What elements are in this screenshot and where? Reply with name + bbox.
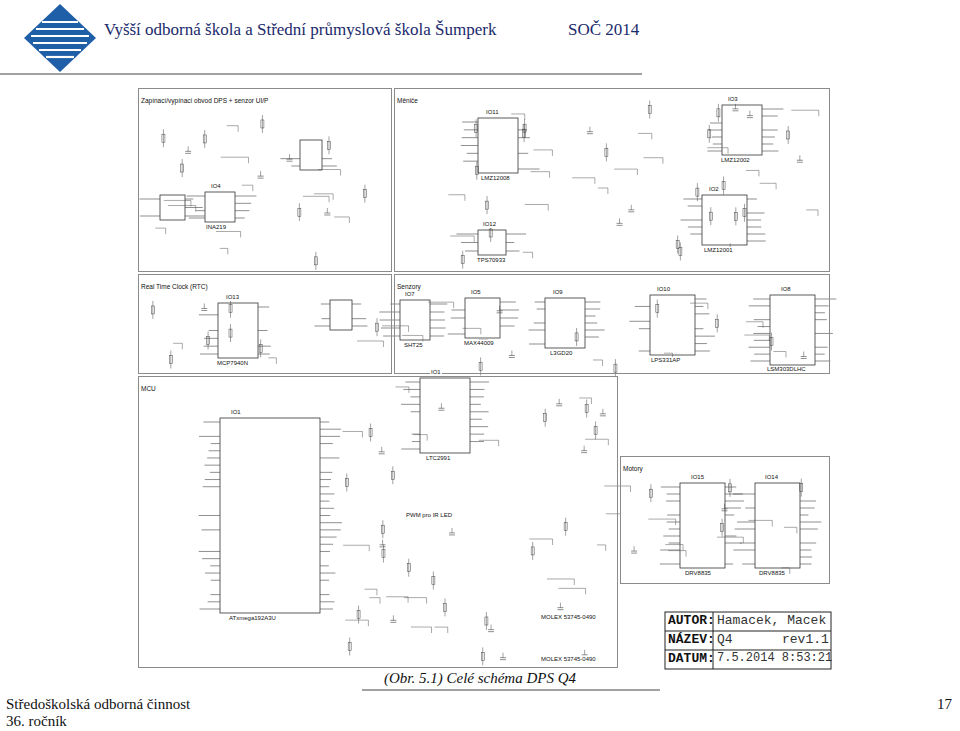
part-name: IO15 — [690, 474, 705, 481]
part-name: TPS70933 — [476, 257, 506, 264]
part-name: LMZ12008 — [480, 175, 511, 182]
title-block-cell: 7.5.2014 8:53:21 — [717, 652, 832, 665]
part-name: IO14 — [764, 474, 779, 481]
school-logo — [24, 4, 96, 72]
schematic-section: Real Time Clock (RTC) — [138, 274, 392, 374]
circuit-wiring — [139, 101, 836, 666]
header-text: SOČ 2014 — [568, 21, 639, 40]
footer-text: 36. ročník — [6, 713, 67, 730]
part-name: IO9 — [552, 289, 564, 296]
part-name: ATxmega192A3U — [228, 615, 277, 622]
part-name: MCP7940N — [216, 360, 249, 367]
section-title: Zapínací/vypínací obvod DPS + senzor UI/… — [139, 96, 270, 105]
part-name: IO2 — [708, 186, 720, 193]
title-block-cell: NÁZEV: — [668, 633, 715, 647]
title-block-cell: rev1.1 — [782, 633, 829, 647]
schematic-section: Senzory — [394, 274, 830, 374]
part-name: MAX44009 — [463, 340, 495, 347]
page-number: 17 — [937, 696, 952, 713]
part-name: PWM pro IR LED — [405, 512, 453, 519]
figure-caption: (Obr. 5.1) Celé schéma DPS Q4 — [384, 670, 576, 687]
part-name: IO10 — [656, 286, 671, 293]
part-name: INA219 — [205, 224, 227, 231]
part-name: LPS331AP — [650, 357, 681, 364]
part-name: IO5 — [470, 289, 482, 296]
part-name: IO1 — [430, 369, 442, 376]
section-title: Senzory — [395, 282, 423, 291]
part-name: SHT25 — [403, 342, 424, 349]
footer-text: Středoškolská odborná činnost — [6, 696, 190, 713]
part-name: L3GD20 — [549, 350, 573, 357]
part-name: IO4 — [210, 183, 222, 190]
part-name: IO13 — [225, 294, 240, 301]
title-block-cell: Q4 — [717, 633, 733, 647]
part-name: DRV8835 — [758, 570, 786, 577]
section-title: Měniče — [395, 96, 420, 105]
part-name: IO7 — [404, 291, 416, 298]
title-block-cell: AUTOR: — [668, 614, 715, 628]
title-block-cell: Hamacek, Macek — [717, 614, 826, 628]
schematic-section: MCU — [138, 376, 618, 668]
section-title: Real Time Clock (RTC) — [139, 282, 210, 291]
schematic-section: Motory — [620, 456, 830, 584]
title-block-cell: DATUM: — [668, 652, 715, 666]
part-name: LSM303DLHC — [766, 366, 807, 373]
schematic-section: Měniče — [394, 88, 830, 272]
part-name: IO12 — [482, 221, 497, 228]
part-name: IO8 — [780, 286, 792, 293]
part-name: LMZ12002 — [720, 157, 751, 164]
part-name: IO11 — [485, 109, 500, 116]
header-rule — [0, 74, 642, 75]
section-title: MCU — [139, 384, 158, 393]
part-name: IO3 — [727, 96, 739, 103]
section-title: Motory — [621, 464, 645, 473]
schematic-section: Zapínací/vypínací obvod DPS + senzor UI/… — [138, 88, 392, 272]
part-name: LTC2991 — [425, 455, 451, 462]
part-name: DRV8835 — [684, 570, 712, 577]
part-name: IO1 — [230, 409, 242, 416]
header-text: Vyšší odborná škola a Střední průmyslová… — [104, 21, 496, 40]
part-name: MOLEX 53745-0490 — [540, 614, 597, 621]
part-name: MOLEX 53745-0490 — [540, 656, 597, 663]
part-name: LMZ12001 — [703, 247, 734, 254]
caption-rule — [362, 690, 660, 691]
